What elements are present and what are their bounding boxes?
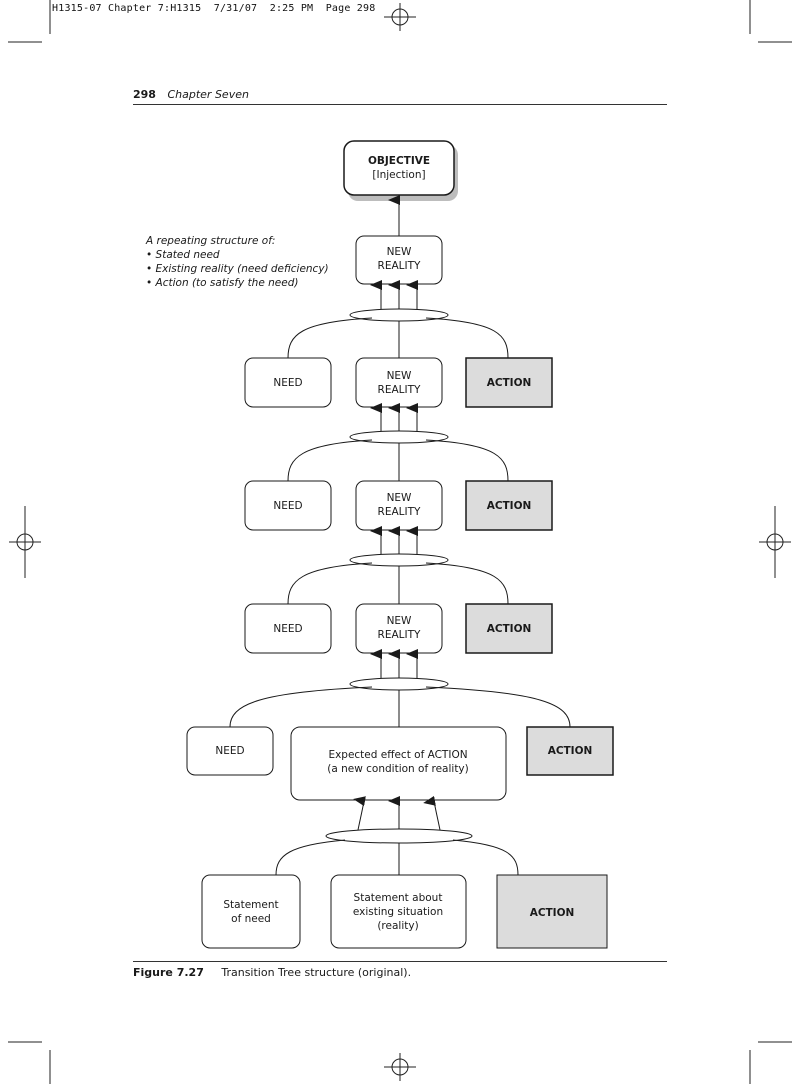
note-item: • Action (to satisfy the need) bbox=[146, 277, 299, 289]
svg-text:ACTION: ACTION bbox=[487, 377, 532, 389]
connector-group bbox=[229, 649, 571, 728]
crop-marks bbox=[8, 0, 792, 1084]
svg-text:NEED: NEED bbox=[215, 745, 244, 757]
new-reality-box: NEW REALITY bbox=[355, 480, 443, 531]
objective-box: OBJECTIVE [Injection] bbox=[343, 140, 458, 201]
structure-note: A repeating structure of: • Stated need … bbox=[146, 234, 329, 290]
svg-text:Statement about: Statement about bbox=[354, 892, 443, 904]
svg-text:(reality): (reality) bbox=[377, 920, 418, 932]
svg-text:NEED: NEED bbox=[273, 377, 302, 389]
need-box: NEED bbox=[244, 480, 332, 531]
svg-text:ACTION: ACTION bbox=[530, 907, 575, 919]
note-item: • Existing reality (need deficiency) bbox=[146, 263, 329, 275]
svg-text:ACTION: ACTION bbox=[487, 623, 532, 635]
statement-of-need-box: Statement of need bbox=[201, 874, 301, 949]
svg-text:Statement: Statement bbox=[223, 899, 278, 911]
page-number: 298 bbox=[133, 88, 156, 101]
svg-text:NEED: NEED bbox=[273, 623, 302, 635]
svg-text:ACTION: ACTION bbox=[548, 745, 593, 757]
figure-caption: Figure 7.27 Transition Tree structure (o… bbox=[133, 966, 411, 979]
new-reality-box: NEW REALITY bbox=[355, 357, 443, 408]
svg-text:REALITY: REALITY bbox=[378, 260, 421, 272]
connector-group bbox=[287, 403, 509, 482]
note-title: A repeating structure of: bbox=[146, 235, 276, 247]
need-box: NEED bbox=[244, 357, 332, 408]
new-reality-box: NEW REALITY bbox=[355, 235, 443, 285]
expected-effect-box: Expected effect of ACTION (a new conditi… bbox=[290, 726, 507, 801]
svg-text:(a new condition of reality): (a new condition of reality) bbox=[327, 763, 469, 775]
action-box: ACTION bbox=[526, 726, 614, 776]
figure-label: Figure 7.27 bbox=[133, 966, 204, 979]
connector-group bbox=[275, 795, 519, 876]
caption-rule bbox=[133, 961, 667, 962]
svg-text:NEW: NEW bbox=[387, 370, 412, 382]
svg-text:NEW: NEW bbox=[387, 246, 412, 258]
action-box: ACTION bbox=[465, 603, 553, 654]
action-box: ACTION bbox=[496, 874, 608, 949]
header-rule bbox=[133, 104, 667, 105]
svg-text:of need: of need bbox=[231, 913, 271, 925]
svg-text:NEW: NEW bbox=[387, 615, 412, 627]
existing-situation-box: Statement about existing situation (real… bbox=[330, 874, 467, 949]
figure-caption-text: Transition Tree structure (original). bbox=[221, 966, 412, 979]
objective-label: OBJECTIVE bbox=[368, 155, 430, 167]
svg-text:REALITY: REALITY bbox=[378, 384, 421, 396]
svg-text:NEW: NEW bbox=[387, 492, 412, 504]
svg-text:NEED: NEED bbox=[273, 500, 302, 512]
need-box: NEED bbox=[186, 726, 274, 776]
print-slug: H1315-07 Chapter 7:H1315 7/31/07 2:25 PM… bbox=[52, 3, 376, 14]
new-reality-box: NEW REALITY bbox=[355, 603, 443, 654]
connector-group bbox=[287, 280, 509, 359]
running-head: 298 Chapter Seven bbox=[133, 88, 249, 101]
action-box: ACTION bbox=[465, 480, 553, 531]
note-item: • Stated need bbox=[146, 249, 220, 261]
svg-text:REALITY: REALITY bbox=[378, 629, 421, 641]
connector-group bbox=[287, 526, 509, 605]
need-box: NEED bbox=[244, 603, 332, 654]
svg-text:REALITY: REALITY bbox=[378, 506, 421, 518]
objective-sublabel: [Injection] bbox=[372, 169, 425, 181]
svg-text:Expected effect of ACTION: Expected effect of ACTION bbox=[328, 749, 467, 761]
chapter-title: Chapter Seven bbox=[167, 88, 249, 101]
svg-text:existing situation: existing situation bbox=[353, 906, 443, 918]
action-box: ACTION bbox=[465, 357, 553, 408]
svg-text:ACTION: ACTION bbox=[487, 500, 532, 512]
